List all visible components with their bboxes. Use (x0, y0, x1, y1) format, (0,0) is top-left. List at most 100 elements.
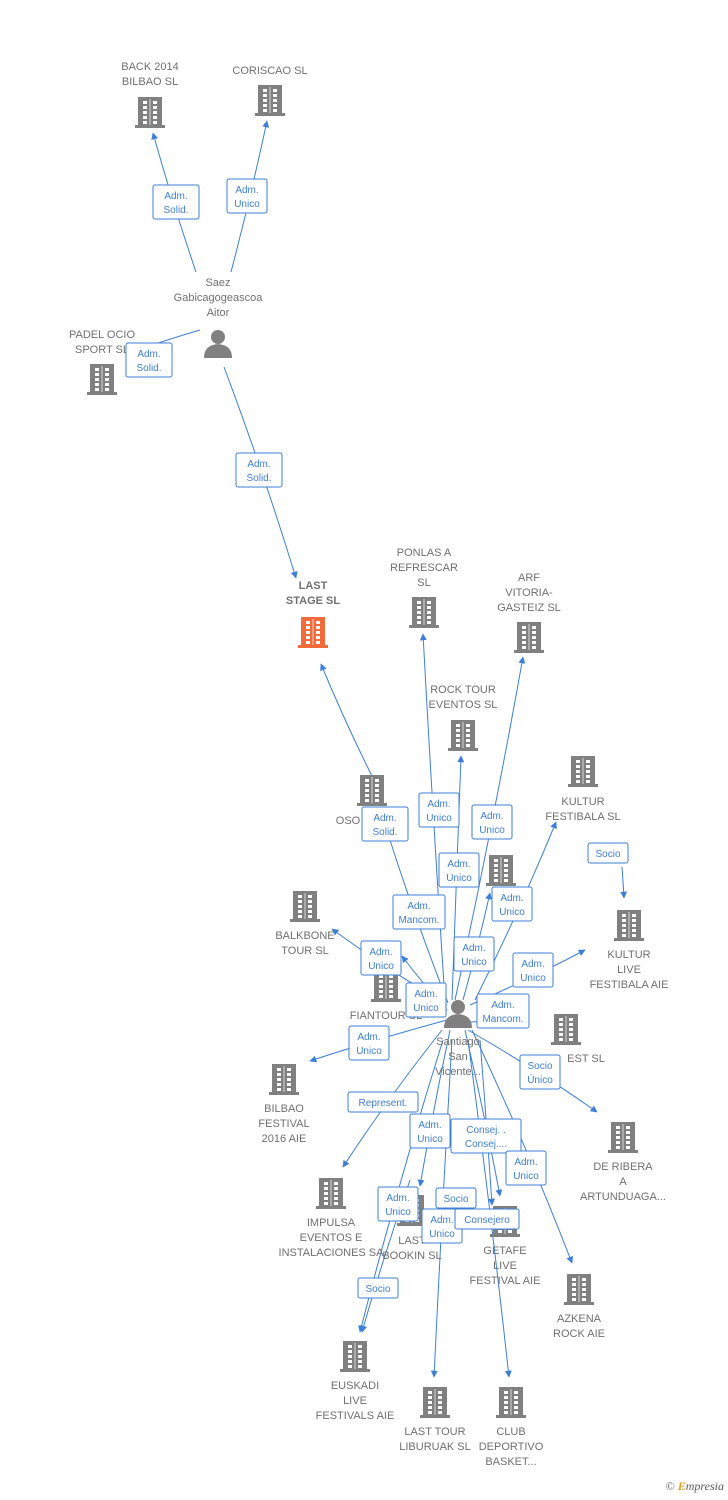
node-label: BILBAO (264, 1103, 304, 1115)
edge-label-text: Adm. (247, 459, 270, 470)
node-label: DE RIBERA (593, 1161, 653, 1173)
node-oso[interactable]: OSO (336, 775, 387, 827)
edge-label[interactable]: Adm. Solid. (235, 452, 283, 488)
edge-label-text: Solid. (246, 473, 271, 484)
edge-label[interactable]: Consej. .Consej.... (450, 1118, 522, 1154)
building-icon (290, 891, 320, 922)
edge-label-text: Adm. (357, 1032, 380, 1043)
node-label: PONLAS A (397, 547, 452, 559)
edge-label-text: Consejero (464, 1215, 510, 1226)
edge-label[interactable]: Adm.Unico (453, 936, 495, 972)
node-label: FESTIVAL (258, 1118, 309, 1130)
edge-label-text: Unico (499, 907, 525, 918)
edge-label-text: Adm. (369, 947, 392, 958)
edge-label[interactable]: Adm.Mancom. (392, 894, 446, 930)
edge-label-text: Unico (368, 961, 394, 972)
edge-label[interactable]: Represent. (347, 1091, 419, 1113)
building-icon (255, 85, 285, 116)
edge-label[interactable]: Adm.Unico (405, 982, 447, 1018)
edge-label-text: Unico (513, 1171, 539, 1182)
edge-label[interactable]: Adm.Solid. (152, 184, 200, 220)
edge-label[interactable]: Consejero (454, 1208, 520, 1230)
node-label: PADEL OCIO (69, 329, 135, 341)
edge-label-text: Unico (520, 973, 546, 984)
node-label: BOOKIN SL (382, 1250, 441, 1262)
node-fiantour[interactable]: FIANTOUR SL (350, 971, 423, 1022)
edge-label[interactable]: Adm.Solid. (125, 342, 173, 378)
edge-label-text: Consej. . (466, 1125, 505, 1136)
edge-label[interactable]: Adm. Unico (360, 940, 402, 976)
edge-label-text: Adm. (407, 901, 430, 912)
edge-label[interactable]: Socio (435, 1187, 477, 1209)
building-icon (608, 1122, 638, 1153)
edge-label[interactable]: Adm.Mancom. (476, 993, 530, 1029)
building-icon (514, 622, 544, 653)
edge-label[interactable]: Adm.Unico (348, 1025, 390, 1061)
edge-label-text: Unico (385, 1207, 411, 1218)
node-laststage[interactable]: LAST STAGE SL (286, 580, 340, 648)
node-label: SL (417, 577, 430, 589)
node-label: BALKBONE (275, 930, 334, 942)
node-label: LIVE (343, 1395, 367, 1407)
edge-label-text: Adm. (414, 989, 437, 1000)
edge-label[interactable]: Adm.Unico (505, 1150, 547, 1186)
edge-label[interactable]: Adm.Unico (226, 178, 268, 214)
edge-label[interactable]: Adm.Unico (491, 886, 533, 922)
edge-label[interactable]: Adm. Unico (512, 952, 554, 988)
edge-label[interactable]: Socio (587, 842, 629, 864)
node-club[interactable]: CLUBDEPORTIVOBASKET... (479, 1387, 544, 1468)
footer-brand: © Empresia (666, 1479, 724, 1494)
edge-label[interactable]: Adm.Solid. (361, 806, 409, 842)
edge-label-text: Adm. (462, 943, 485, 954)
edge-label-text: Único (527, 1073, 553, 1086)
node-label: LAST (299, 580, 328, 592)
node-deribera[interactable]: DE RIBERAAARTUNDUAGA... (580, 1122, 666, 1203)
node-label: EUSKADI (331, 1380, 379, 1392)
edge-label[interactable]: Adm.Unico (438, 852, 480, 888)
edge-label-text: Represent. (359, 1098, 408, 1109)
brand-logo[interactable]: Empresia (677, 1479, 724, 1493)
edge-label-text: Adm. (137, 349, 160, 360)
node-label: Santiago (436, 1036, 479, 1048)
node-label: EST SL (567, 1053, 605, 1065)
node-label: BILBAO SL (122, 76, 178, 88)
building-icon (340, 1341, 370, 1372)
edge-label-text: Adm. (521, 959, 544, 970)
edge-label-text: Socio (595, 849, 620, 860)
node-label: STAGE SL (286, 595, 340, 607)
node-label: BASKET... (485, 1456, 536, 1468)
edge-label[interactable]: Adm.Unico (418, 792, 460, 828)
edge-label-text: Adm. (418, 1120, 441, 1131)
edge-label[interactable]: Socio (357, 1277, 399, 1299)
node-label: Aitor (207, 307, 230, 319)
edge-label-text: Solid. (163, 205, 188, 216)
node-label: ROCK AIE (553, 1328, 605, 1340)
edge-label[interactable]: Adm.Unico (377, 1186, 419, 1222)
edge-label[interactable]: Adm.Unico (421, 1208, 463, 1244)
node-santiago[interactable]: SantiagoSanVicente... (435, 1000, 481, 1078)
node-label: LAST TOUR (404, 1426, 465, 1438)
node-est[interactable]: EST SL (551, 1014, 605, 1065)
edge-santiago-to-azkena (471, 1029, 573, 1264)
node-coriscao[interactable]: CORISCAO SL (232, 65, 308, 116)
edge-label[interactable]: Adm.Unico (471, 804, 513, 840)
node-label: ROCK TOUR (430, 684, 496, 696)
building-icon (564, 1274, 594, 1305)
edge-label[interactable]: Adm.Unico (409, 1113, 451, 1149)
node-label: VITORIA- (505, 587, 553, 599)
